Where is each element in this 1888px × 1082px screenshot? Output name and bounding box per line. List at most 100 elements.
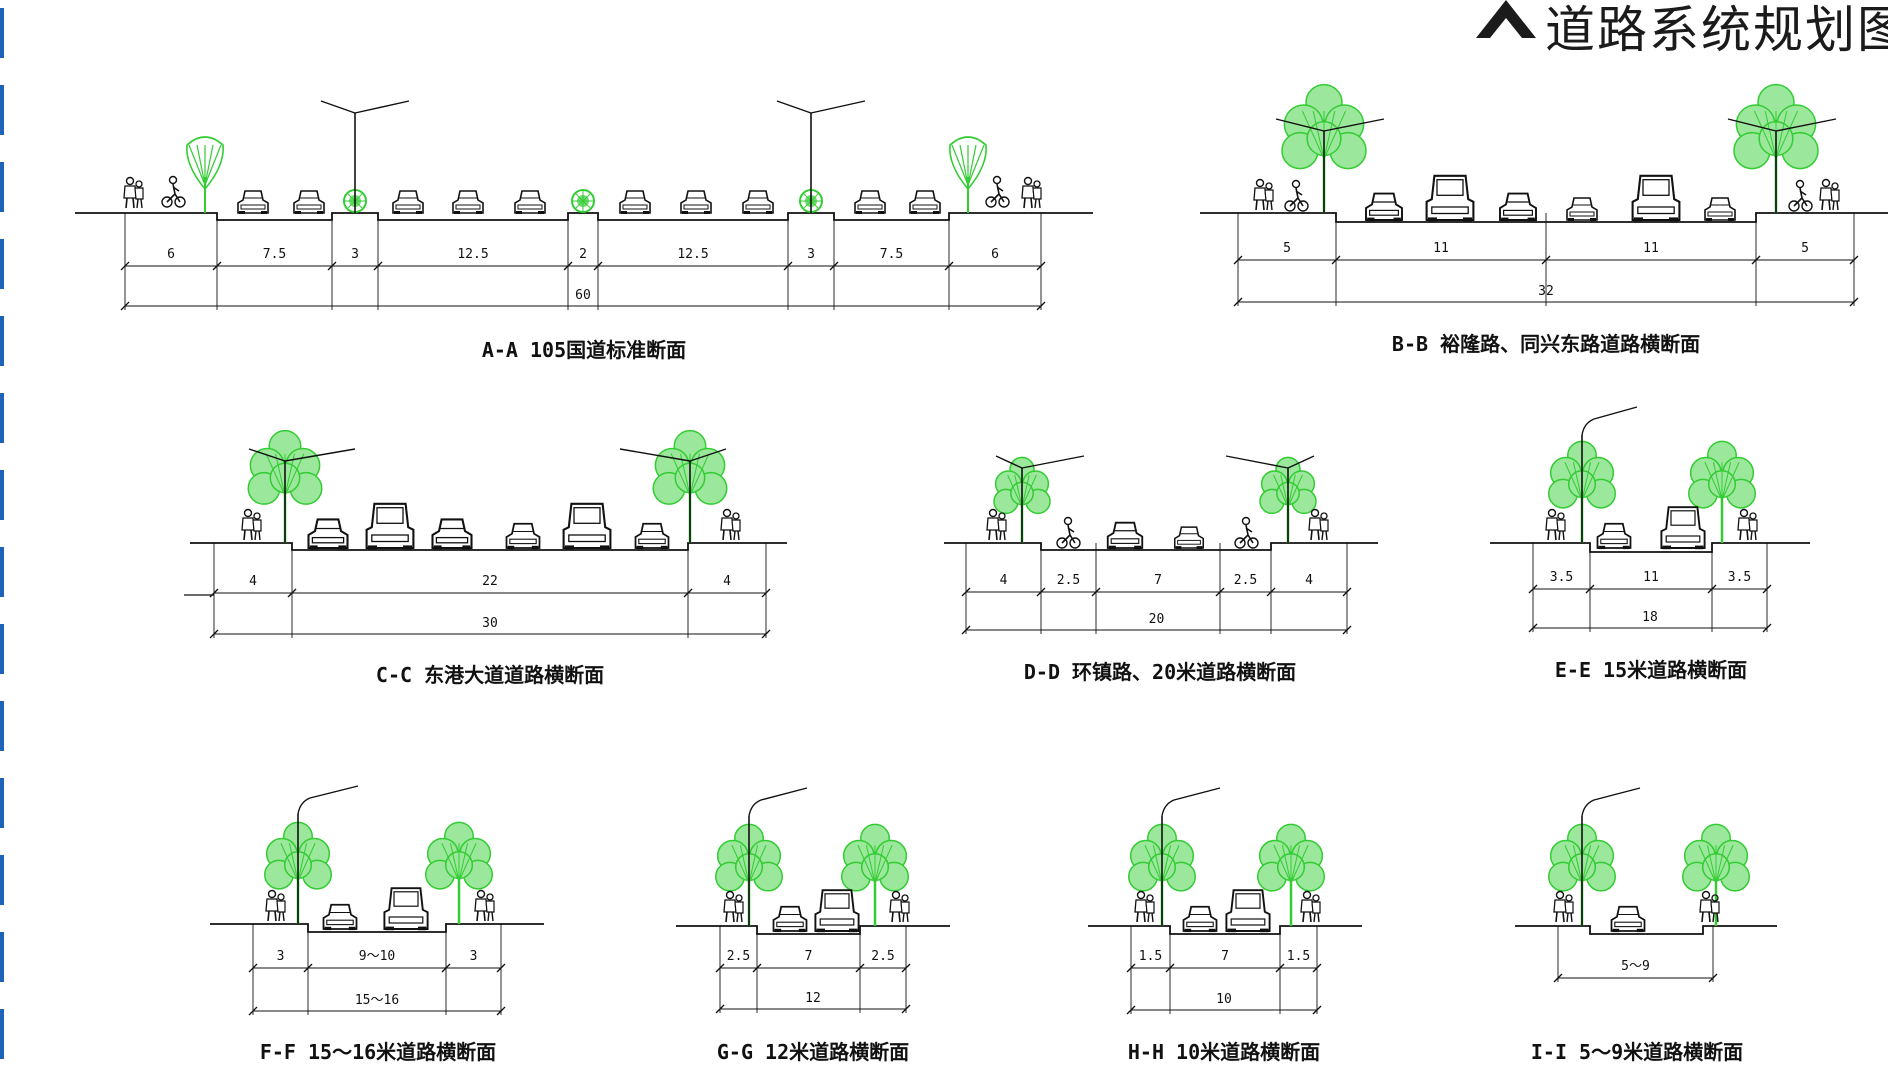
car-icon (452, 190, 484, 214)
dimension-label: 22 (482, 574, 498, 589)
car-icon (1596, 522, 1632, 550)
accent-bar-segment (0, 855, 4, 905)
lamp-arm (1581, 406, 1638, 436)
total-width-label: 10 (1216, 992, 1232, 1007)
tree-icon (841, 823, 909, 926)
section-caption: B-B 裕隆路、同兴东路道路横断面 (1392, 332, 1700, 356)
accent-bar-segment (0, 1009, 4, 1059)
section-caption: H-H 10米道路横断面 (1128, 1040, 1320, 1064)
car-icon (680, 190, 712, 214)
dimension-lines: 5～9 (1553, 926, 1718, 983)
dimension-label: 3.5 (1550, 570, 1573, 585)
dimension-label: 3 (277, 949, 285, 964)
car-icon (1499, 192, 1537, 222)
car-icon (307, 518, 349, 550)
truck-icon (365, 502, 415, 550)
road-profile (210, 923, 544, 933)
truck-icon (1225, 889, 1271, 933)
dimension-label: 7.5 (263, 247, 286, 262)
dimension-label: 2.5 (727, 949, 750, 964)
car-icon (293, 190, 325, 214)
road-profile (75, 212, 1093, 221)
truck-icon (814, 889, 860, 933)
bicycle-icon (1284, 179, 1309, 212)
dimension-label: 6 (167, 247, 175, 262)
pedestrian-icon (889, 890, 910, 923)
tree-icon (949, 136, 987, 213)
car-icon (1566, 197, 1598, 221)
section-caption: A-A 105国道标准断面 (482, 338, 686, 362)
truck-icon (1425, 174, 1475, 222)
accent-bar-segment (0, 778, 4, 828)
truck-icon (1631, 174, 1681, 222)
bicycle-icon (1056, 516, 1081, 549)
car-icon (1182, 905, 1218, 933)
truck-icon (562, 502, 612, 550)
street-lamp-icon (995, 455, 1085, 543)
total-width-label: 60 (575, 288, 591, 303)
car-icon (514, 190, 546, 214)
road-profile (190, 542, 787, 551)
street-lamp-icon (619, 448, 727, 543)
car-icon (1106, 521, 1144, 550)
dimension-label: 3 (807, 247, 815, 262)
dimension-label: 6 (991, 247, 999, 262)
total-width-label: 20 (1149, 612, 1165, 627)
pedestrian-icon (1553, 890, 1574, 923)
accent-bar-segment (0, 701, 4, 751)
dimension-label: 7 (805, 949, 813, 964)
lamp-arms (297, 100, 1641, 817)
dimension-label: 7.5 (880, 247, 903, 262)
pedestrian-icon (1021, 176, 1042, 209)
dimension-label: 4 (249, 574, 257, 589)
accent-bar-segment (0, 470, 4, 520)
total-width-label: 32 (1538, 284, 1554, 299)
lamp-arm (1161, 787, 1221, 817)
accent-bar-segment (0, 547, 4, 597)
street-lamp-icon (1225, 455, 1315, 543)
car-icon (431, 518, 473, 550)
section-i-i: 5～9I-I 5～9米道路横断面 (1515, 816, 1777, 1064)
dimension-label: 1.5 (1139, 949, 1162, 964)
section-caption: I-I 5～9米道路横断面 (1531, 1040, 1743, 1064)
road-profile (1200, 212, 1888, 223)
section-caption: E-E 15米道路横断面 (1555, 658, 1747, 682)
tree-icon (1688, 440, 1756, 543)
pedestrian-icon (986, 508, 1007, 541)
dimension-label: 5 (1801, 241, 1809, 256)
dimension-label: 7 (1221, 949, 1229, 964)
dimension-label: 7 (1154, 573, 1162, 588)
page-title: 道路系统规划图 (1545, 1, 1888, 59)
dimension-label: 4 (1000, 573, 1008, 588)
tree-icon (1257, 823, 1325, 926)
tree-icon (186, 136, 224, 213)
section-caption: F-F 15～16米道路横断面 (260, 1040, 496, 1064)
total-width-label: 30 (482, 616, 498, 631)
dimension-label: 2.5 (1234, 573, 1257, 588)
street-lamp-icon (248, 448, 356, 543)
tree-icon (1682, 823, 1750, 926)
dimension-label: 5～9 (1621, 959, 1650, 974)
truck-icon (1660, 506, 1706, 550)
accent-bar-segment (0, 316, 4, 366)
pedestrian-icon (1737, 508, 1758, 541)
street-lamp-icon (1727, 118, 1837, 213)
dimension-label: 4 (1305, 573, 1313, 588)
accent-bar-segment (0, 85, 4, 135)
dimension-label: 1.5 (1287, 949, 1310, 964)
dimension-label: 12.5 (677, 247, 708, 262)
pedestrian-icon (241, 508, 262, 541)
left-accent-bar (0, 0, 6, 1082)
dimension-label: 11 (1643, 570, 1659, 585)
pedestrian-icon (1300, 890, 1321, 923)
lamp-arm (297, 785, 359, 815)
